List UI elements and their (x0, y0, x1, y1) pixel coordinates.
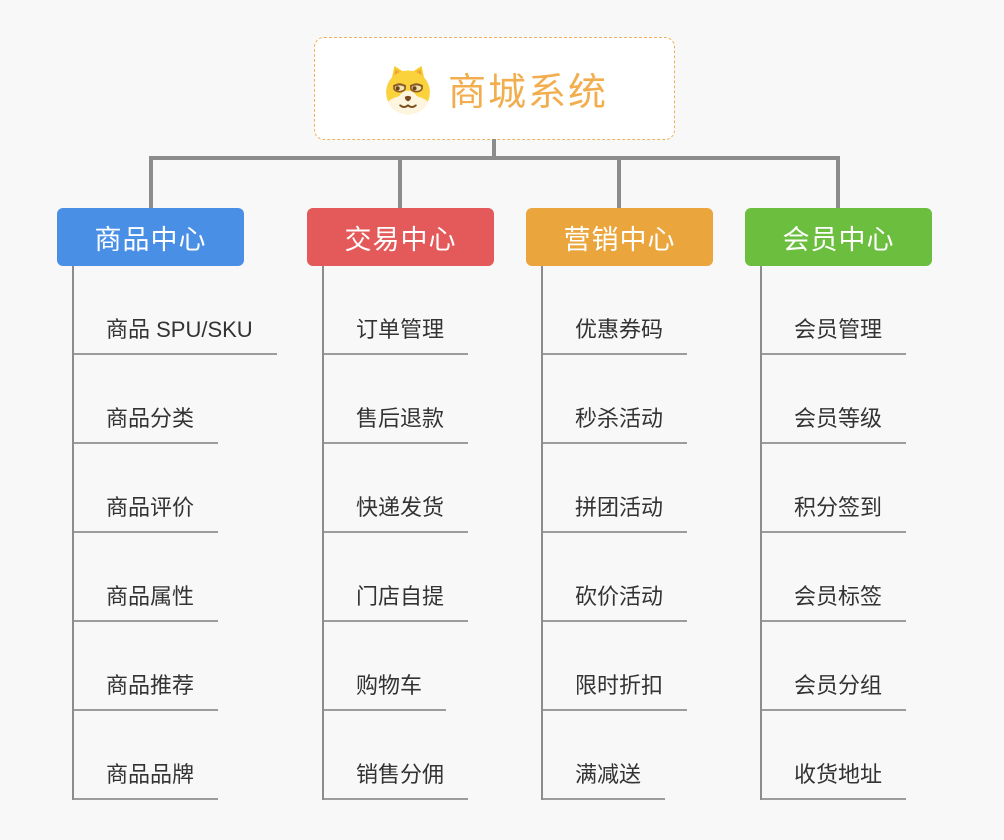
leaf-item[interactable]: 商品评价 (74, 444, 219, 533)
root-node[interactable]: 商城系统 (314, 37, 675, 140)
leaf-list-product: 商品 SPU/SKU 商品分类 商品评价 商品属性 商品推荐 商品品牌 (72, 266, 277, 800)
connector-drop-member (836, 159, 840, 208)
branch-header-member[interactable]: 会员中心 (745, 208, 932, 266)
leaf-item[interactable]: 商品属性 (74, 533, 219, 622)
leaf-item[interactable]: 优惠券码 (543, 266, 688, 355)
leaf-item[interactable]: 会员管理 (762, 266, 907, 355)
branch-header-trade[interactable]: 交易中心 (307, 208, 494, 266)
leaf-list-trade: 订单管理 售后退款 快递发货 门店自提 购物车 销售分佣 (322, 266, 469, 800)
leaf-list-marketing: 优惠券码 秒杀活动 拼团活动 砍价活动 限时折扣 满减送 (541, 266, 688, 800)
connector-root-stub (492, 139, 496, 157)
leaf-item[interactable]: 门店自提 (324, 533, 469, 622)
leaf-item[interactable]: 积分签到 (762, 444, 907, 533)
leaf-item[interactable]: 会员分组 (762, 622, 907, 711)
leaf-item[interactable]: 满减送 (543, 711, 666, 800)
leaf-item[interactable]: 售后退款 (324, 355, 469, 444)
dog-face-icon (386, 65, 430, 114)
leaf-item[interactable]: 会员标签 (762, 533, 907, 622)
leaf-item[interactable]: 快递发货 (324, 444, 469, 533)
leaf-list-member: 会员管理 会员等级 积分签到 会员标签 会员分组 收货地址 (760, 266, 907, 800)
leaf-item[interactable]: 会员等级 (762, 355, 907, 444)
leaf-item[interactable]: 拼团活动 (543, 444, 688, 533)
connector-drop-trade (398, 159, 402, 208)
branch-trade: 交易中心 订单管理 售后退款 快递发货 门店自提 购物车 销售分佣 (307, 208, 547, 800)
branch-member: 会员中心 会员管理 会员等级 积分签到 会员标签 会员分组 收货地址 (745, 208, 985, 800)
leaf-item[interactable]: 秒杀活动 (543, 355, 688, 444)
branch-header-product[interactable]: 商品中心 (57, 208, 244, 266)
connector-drop-marketing (617, 159, 621, 208)
connector-horizontal (149, 156, 840, 160)
root-title: 商城系统 (447, 72, 608, 114)
branch-header-marketing[interactable]: 营销中心 (526, 208, 713, 266)
leaf-item[interactable]: 商品品牌 (74, 711, 219, 800)
branch-marketing: 营销中心 优惠券码 秒杀活动 拼团活动 砍价活动 限时折扣 满减送 (526, 208, 766, 800)
leaf-item[interactable]: 商品 SPU/SKU (74, 266, 277, 355)
leaf-item[interactable]: 销售分佣 (324, 711, 469, 800)
leaf-item[interactable]: 商品分类 (74, 355, 219, 444)
leaf-item[interactable]: 限时折扣 (543, 622, 688, 711)
branch-product: 商品中心 商品 SPU/SKU 商品分类 商品评价 商品属性 商品推荐 商品品牌 (57, 208, 297, 800)
leaf-item[interactable]: 收货地址 (762, 711, 907, 800)
connector-drop-product (149, 159, 153, 208)
leaf-item[interactable]: 砍价活动 (543, 533, 688, 622)
leaf-item[interactable]: 订单管理 (324, 266, 469, 355)
leaf-item[interactable]: 购物车 (324, 622, 447, 711)
leaf-item[interactable]: 商品推荐 (74, 622, 219, 711)
